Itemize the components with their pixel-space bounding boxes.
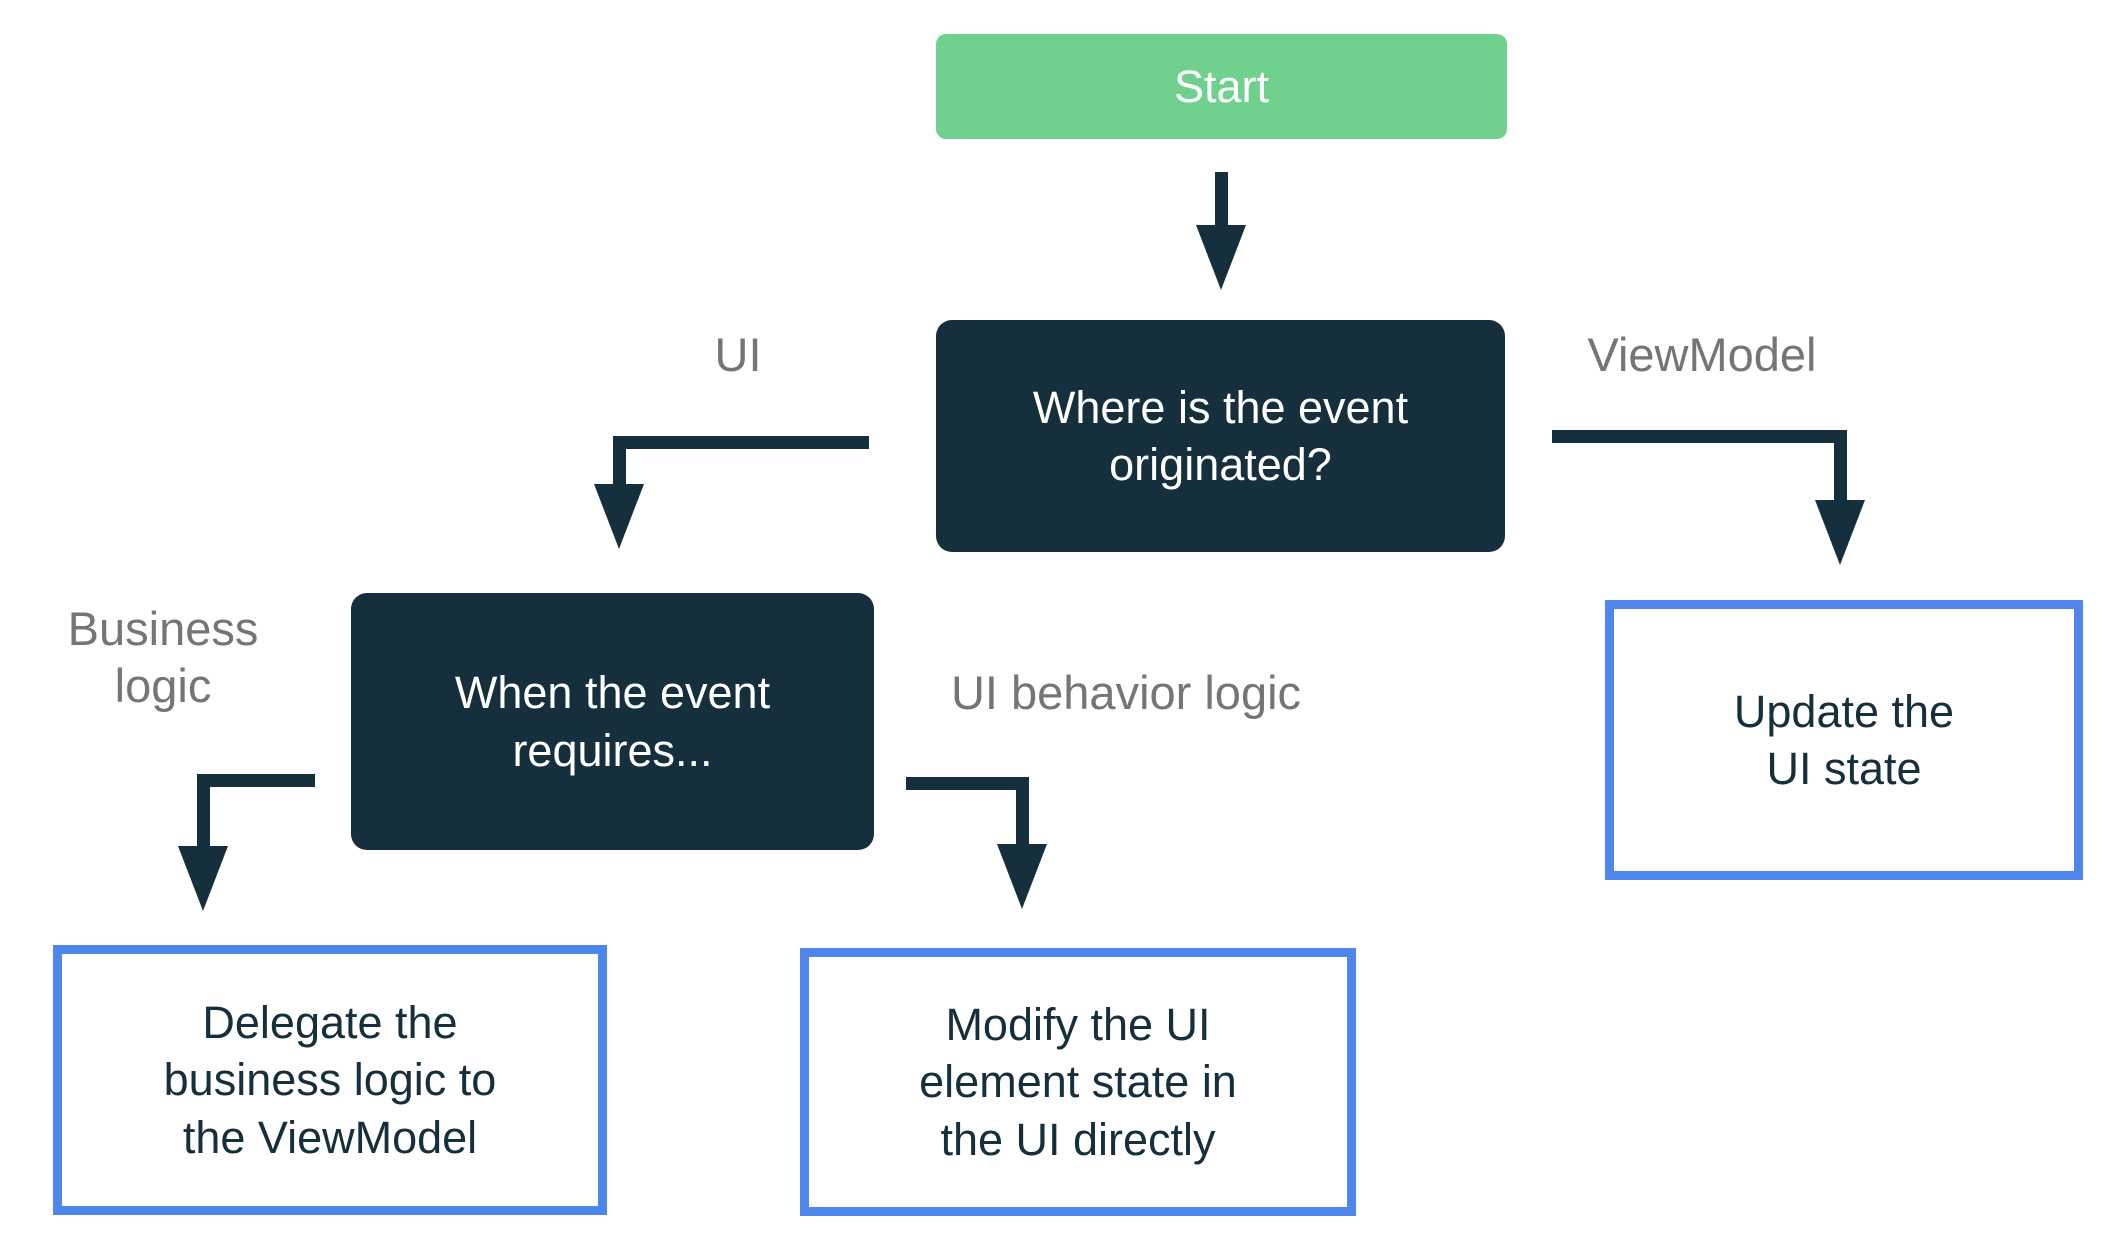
edge-label-ui-behavior-logic: UI behavior logic (950, 666, 1302, 719)
arrow-segment (1215, 172, 1228, 232)
node-outcome-modify-label: Modify the UI element state in the UI di… (919, 999, 1237, 1165)
node-start-label: Start (1173, 60, 1270, 112)
node-outcome-modify-ui-element: Modify the UI element state in the UI di… (800, 948, 1356, 1216)
arrow-segment (1552, 430, 1847, 443)
node-outcome-delegate-label: Delegate the business logic to the ViewM… (163, 997, 497, 1163)
arrow-segment (197, 774, 210, 848)
edge-label-ui: UI (714, 328, 762, 381)
arrow-segment (197, 774, 315, 787)
arrowhead-down-icon (594, 484, 644, 549)
node-outcome-delegate-business-logic: Delegate the business logic to the ViewM… (53, 945, 607, 1215)
arrowhead-down-icon (1196, 225, 1246, 290)
edge-label-business-logic: Business logic (67, 602, 259, 713)
node-decision-event-origin-label: Where is the event originated? (1032, 381, 1409, 490)
arrow-segment (1016, 777, 1029, 846)
node-decision-event-origin: Where is the event originated? (936, 320, 1505, 552)
arrow-segment (613, 436, 626, 488)
node-start: Start (936, 34, 1507, 139)
arrowhead-down-icon (178, 846, 228, 911)
edge-label-viewmodel: ViewModel (1587, 328, 1817, 381)
arrow-segment (906, 777, 1029, 790)
node-outcome-update-label: Update the UI state (1733, 685, 1955, 794)
arrow-segment (613, 436, 869, 449)
node-decision-event-requires: When the event requires... (351, 593, 874, 850)
arrowhead-down-icon (1815, 500, 1865, 565)
arrowhead-down-icon (997, 844, 1047, 909)
node-decision-event-requires-label: When the event requires... (454, 667, 771, 776)
arrow-segment (1834, 430, 1847, 502)
node-outcome-update-ui-state: Update the UI state (1605, 600, 2083, 880)
